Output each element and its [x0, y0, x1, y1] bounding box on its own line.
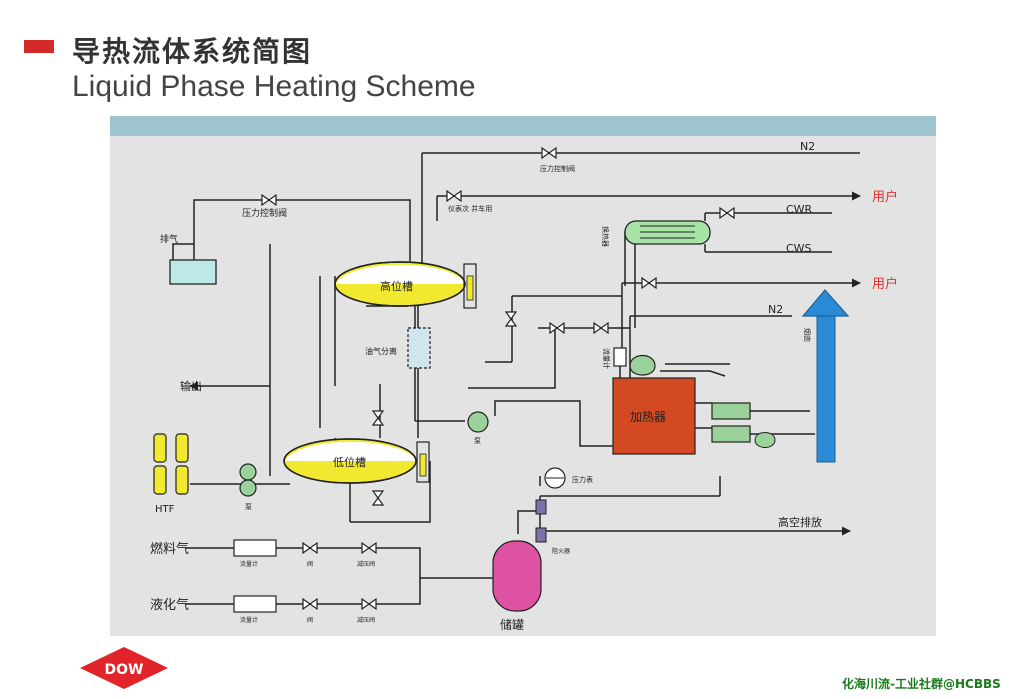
title-english: Liquid Phase Heating Scheme [72, 70, 476, 103]
heater-fan-2 [711, 425, 751, 443]
flowmeter-vertical [613, 347, 627, 367]
label-oil-gas-separator: 油气分离 [365, 346, 397, 356]
label-n2-mid: N2 [768, 303, 783, 316]
exhaust-vessel [169, 259, 217, 285]
label-pressure-control-valve-top: 压力控制阀 [540, 164, 575, 173]
label-n2-top: N2 [800, 140, 815, 153]
label-cwr: CWR [786, 203, 813, 216]
htf-drums [153, 433, 189, 495]
label-flowmeter-2: 流量计 [240, 616, 258, 624]
label-output: 输出 [180, 379, 202, 393]
label-cws: CWS [786, 242, 812, 255]
label-fuel-gas: 燃料气 [150, 541, 189, 557]
high-tank-level-gauge [463, 263, 477, 309]
title-chinese: 导热流体系统简图 [72, 35, 313, 68]
label-storage-tank: 储罐 [500, 617, 524, 632]
valve-cluster-drop [468, 328, 556, 389]
high-tank-top [336, 264, 465, 284]
heater-blower [754, 432, 776, 448]
title-accent-bar [24, 40, 54, 53]
flame-arrester-1 [535, 499, 547, 515]
label-flame-arrester: 阻火器 [552, 547, 570, 555]
heater-fan-1 [711, 402, 751, 420]
pump-to-heater [494, 400, 613, 447]
label-htf: HTF [155, 504, 175, 515]
process-diagram: N2 压力控制阀 压力控制阀 用户 用户 CWR CWS 排气 换热器 仪表次 … [110, 116, 936, 636]
low-tank-drain [350, 461, 431, 523]
pump-left [239, 463, 257, 481]
label-user-2: 用户 [872, 276, 898, 292]
label-pressure-reducing-valve-2: 减压阀 [357, 616, 375, 624]
chimney [816, 315, 836, 463]
label-pressure-reducing-valve-1: 减压阀 [357, 560, 375, 568]
label-pressure-gauge: 压力表 [572, 475, 593, 484]
oil-gas-separator [407, 327, 431, 369]
label-heat-exchanger: 换热器 [601, 226, 610, 247]
label-low-tank: 低位槽 [333, 455, 366, 469]
label-exhaust: 排气 [160, 233, 178, 245]
fuel-flowmeter [233, 539, 277, 557]
pump-center [467, 411, 489, 433]
low-tank-level-gauge [416, 441, 430, 483]
label-pressure-control-valve-left: 压力控制阀 [242, 207, 287, 219]
flame-arrester-2 [535, 527, 547, 543]
label-heater: 加热器 [630, 410, 666, 424]
label-flow-meter-vertical: 流量计 [602, 348, 611, 369]
watermark: 化海川流-工业社群@HCBBS [842, 677, 1001, 691]
label-pump-left: 泵 [245, 503, 252, 511]
label-valve-1: 阀 [307, 560, 313, 568]
lpg-flowmeter [233, 595, 277, 613]
storage-tank [492, 540, 542, 612]
dow-logo: DOW [80, 647, 168, 689]
heater-burner [629, 354, 656, 376]
dow-logo-text: DOW [105, 662, 144, 678]
label-high-altitude-vent: 高空排放 [778, 515, 822, 529]
exhaust-cup-line [172, 243, 194, 261]
diagram-header-strip [110, 116, 936, 136]
heater [612, 377, 696, 455]
hx-tubes [640, 225, 695, 239]
heater-burner-line [660, 370, 726, 377]
label-user-1: 用户 [872, 189, 898, 205]
label-pump-center: 泵 [474, 437, 481, 445]
label-liquefied-gas: 液化气 [150, 597, 189, 613]
label-flowmeter-1: 流量计 [240, 560, 258, 568]
label-instrument-valve: 仪表次 并车用 [448, 204, 492, 213]
label-high-tank: 高位槽 [380, 279, 413, 293]
label-chimney: 烟囱 [803, 328, 812, 342]
exhaust-line [193, 199, 411, 276]
label-valve-2: 阀 [307, 616, 313, 624]
valves [261, 146, 735, 611]
